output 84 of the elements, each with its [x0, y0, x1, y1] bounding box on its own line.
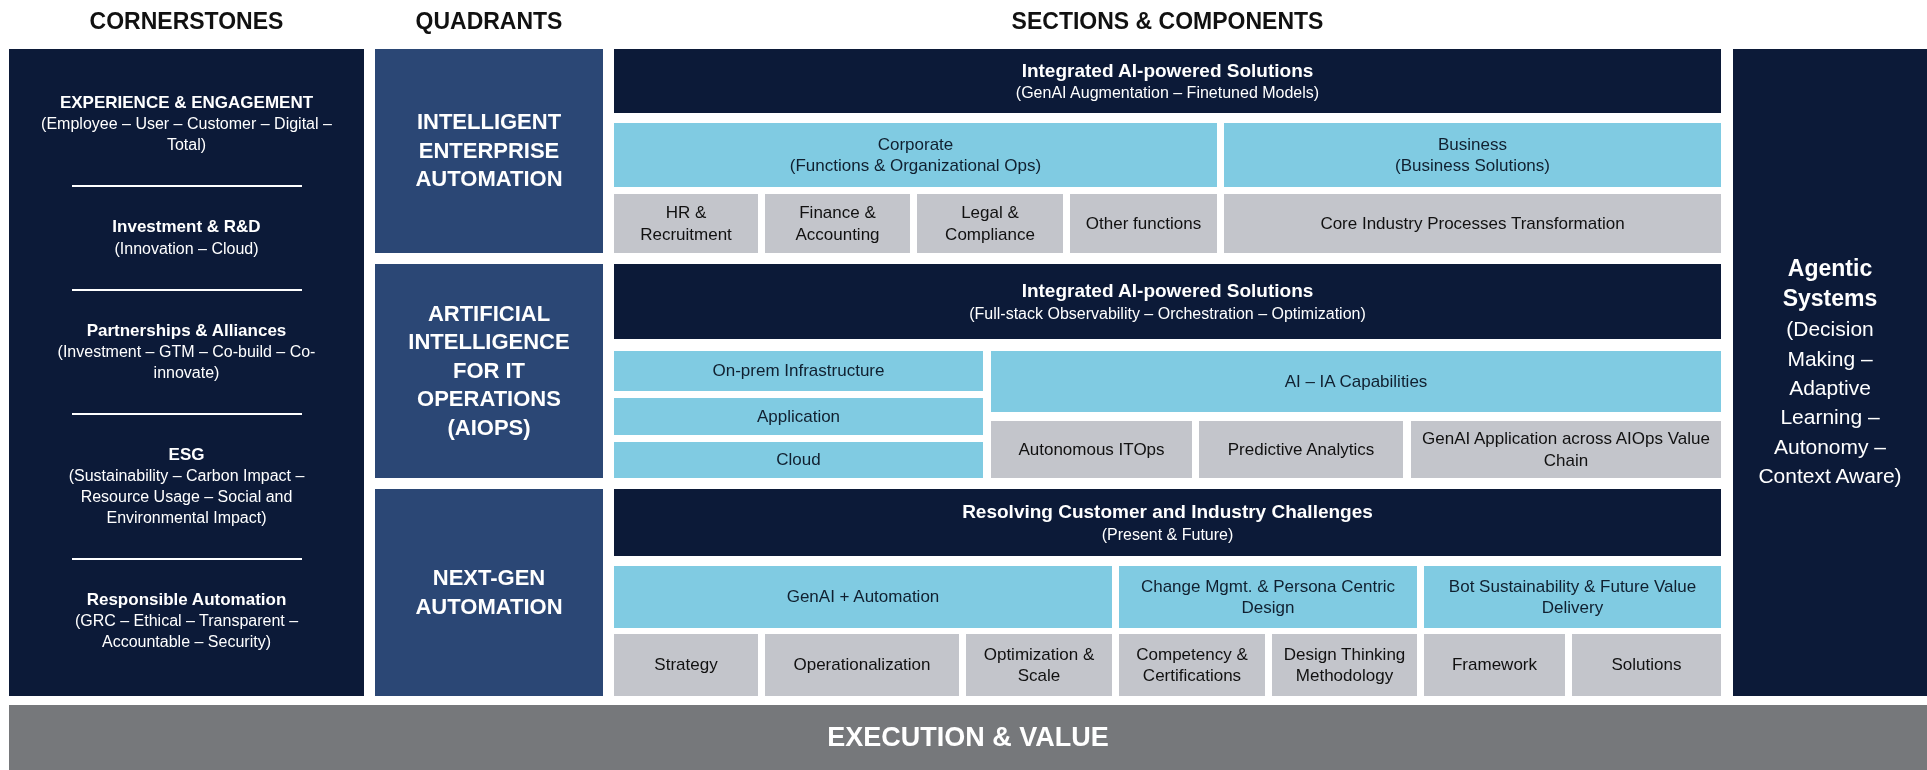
cornerstone-title: Partnerships & Alliances: [86, 319, 287, 342]
component-box: [917, 194, 1063, 253]
cornerstone-description: (Sustainability – Carbon Impact – Resource Usage – Social and Environmental Impact): [67, 466, 306, 528]
section-box: [1119, 566, 1417, 628]
section-label: Finance & Accounting: [794, 202, 881, 245]
section-box: [991, 351, 1721, 412]
quadrant-title: ARTIFICIAL INTELLIGENCE FOR IT OPERATIONS (AIOPS): [407, 299, 571, 442]
component-box: [1224, 194, 1721, 253]
section-box: [614, 351, 983, 391]
component-box: [765, 194, 910, 253]
section-label: Cloud: [776, 449, 821, 471]
section-header-box: [614, 49, 1721, 113]
component-box: [614, 634, 758, 696]
component-box: [614, 194, 758, 253]
agentic-description: (Decision Making – Adaptive Learning – Autonomy – Context Aware): [1757, 316, 1903, 490]
section-label: Bot Sustainability & Future Value Delivery: [1447, 575, 1698, 619]
section-box: [614, 123, 1217, 187]
component-box: [1272, 634, 1417, 696]
section-label: Other functions: [1085, 212, 1202, 235]
component-box: [991, 421, 1192, 478]
agentic-title: Agentic Systems: [1781, 254, 1879, 314]
section-box: [614, 442, 983, 478]
component-box: [1424, 634, 1565, 696]
section-subtitle: (Present & Future): [1101, 524, 1234, 545]
section-label: HR & Recruitment: [639, 202, 733, 245]
section-label: On-prem Infrastructure: [712, 360, 885, 382]
section-title: Integrated AI-powered Solutions: [1021, 279, 1314, 304]
agentic-panel: [1733, 49, 1927, 696]
section-label: Framework: [1452, 654, 1537, 676]
component-box: [1119, 634, 1265, 696]
quadrant-box: [375, 489, 603, 696]
section-label: Core Industry Processes Transformation: [1320, 212, 1625, 235]
section-subtitle: (Full-stack Observability – Orchestration – Optimization): [969, 303, 1366, 324]
section-label: Business: [1438, 133, 1507, 155]
component-box: [1070, 194, 1217, 253]
quadrant-title: INTELLIGENT ENTERPRISE AUTOMATION: [414, 108, 564, 194]
component-box: [966, 634, 1112, 696]
cornerstone-description: (Employee – User – Customer – Digital – Total): [40, 114, 333, 156]
section-box: [1224, 123, 1721, 187]
quadrant-box: [375, 49, 603, 253]
section-label: Design Thinking Methodology: [1282, 643, 1407, 687]
section-label: Application: [756, 405, 841, 428]
column-heading: CORNERSTONES: [88, 8, 285, 35]
section-label: Corporate: [877, 133, 954, 155]
section-box: [614, 566, 1112, 628]
section-box: [614, 398, 983, 435]
cornerstone-description: (GRC – Ethical – Transparent – Accountable – Security): [73, 611, 300, 652]
cornerstone-title: Responsible Automation: [86, 589, 287, 611]
quadrant-box: [375, 264, 603, 478]
section-label: Optimization & Scale: [982, 643, 1096, 687]
section-label: GenAI Application across AIOps Value Chain: [1421, 428, 1711, 471]
component-box: [1572, 634, 1721, 696]
cornerstone-title: Investment & R&D: [112, 216, 261, 239]
cornerstone-title: EXPERIENCE & ENGAGEMENT: [59, 92, 314, 115]
component-box: [1411, 421, 1721, 478]
component-box: [1199, 421, 1403, 478]
cornerstone-description: (Innovation – Cloud): [114, 238, 259, 259]
column-heading: SECTIONS & COMPONENTS: [1010, 8, 1325, 35]
section-label: GenAI + Automation: [786, 586, 940, 608]
section-subtitle: (Functions & Organizational Ops): [789, 155, 1042, 177]
execution-bar: [9, 705, 1927, 770]
section-label: Change Mgmt. & Persona Centric Design: [1139, 575, 1397, 619]
section-label: AI – IA Capabilities: [1284, 370, 1428, 393]
section-label: Autonomous ITOps: [1018, 438, 1165, 461]
section-subtitle: (GenAI Augmentation – Finetuned Models): [1015, 83, 1320, 104]
cornerstone-description: (Investment – GTM – Co-build – Co-innovate): [56, 341, 317, 383]
cornerstones-panel: [9, 49, 364, 696]
section-label: Legal & Compliance: [944, 202, 1036, 245]
column-heading: QUADRANTS: [414, 8, 564, 35]
section-title: Resolving Customer and Industry Challenges: [962, 500, 1373, 525]
section-label: Predictive Analytics: [1227, 438, 1375, 461]
section-header-box: [614, 264, 1721, 339]
section-label: Competency & Certifications: [1135, 643, 1249, 687]
section-label: Solutions: [1611, 654, 1682, 676]
section-label: Strategy: [654, 654, 718, 676]
section-subtitle: (Business Solutions): [1395, 155, 1550, 177]
execution-title: EXECUTION & VALUE: [827, 722, 1109, 753]
section-label: Operationalization: [793, 654, 931, 676]
section-header-box: [614, 489, 1721, 556]
section-box: [1424, 566, 1721, 628]
cornerstone-title: ESG: [168, 444, 205, 466]
component-box: [765, 634, 959, 696]
section-title: Integrated AI-powered Solutions: [1021, 58, 1314, 83]
quadrant-title: NEXT-GEN AUTOMATION: [414, 563, 564, 621]
